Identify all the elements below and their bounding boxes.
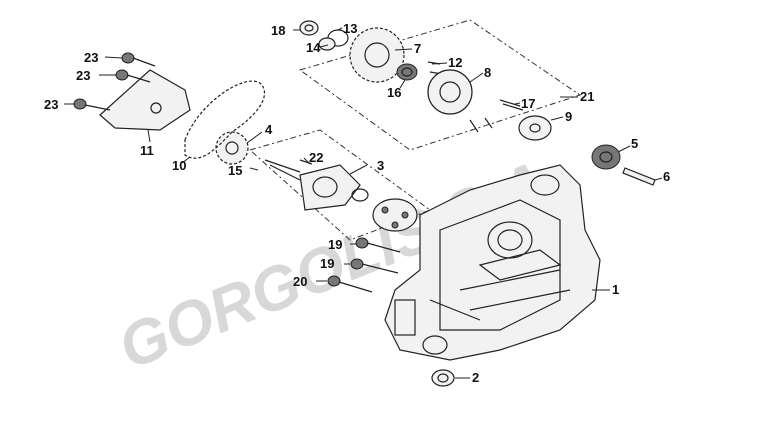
callout-17: 17: [521, 96, 535, 111]
bushing: [431, 369, 455, 387]
callout-10: 10: [172, 158, 186, 173]
callout-18: 18: [271, 23, 285, 38]
crankcase-cover: [384, 164, 601, 361]
leader-lines: [64, 27, 663, 379]
callout-13: 13: [343, 21, 357, 36]
callout-7: 7: [414, 41, 421, 56]
callout-9: 9: [565, 109, 572, 124]
callout-14: 14: [306, 40, 321, 55]
shaft-6: [622, 167, 656, 186]
driven-gear: [349, 27, 405, 83]
bolt-23-top: [121, 52, 156, 67]
callout-20: 20: [293, 274, 307, 289]
seal-14: [318, 37, 336, 51]
callout-22: 22: [309, 150, 323, 165]
callout-19-upper: 19: [328, 237, 342, 252]
callout-4: 4: [265, 122, 273, 137]
callout-16: 16: [387, 85, 401, 100]
callout-6: 6: [663, 169, 670, 184]
bolt-23-bottom: [73, 98, 111, 111]
bolt-20: [327, 275, 373, 293]
callout-1: 1: [612, 282, 619, 297]
spring-17: [499, 99, 524, 111]
washer-9: [518, 115, 552, 141]
callout-23-middle: 23: [76, 68, 90, 83]
chain-guide-plate: [99, 69, 191, 131]
starter-clutch: [427, 69, 473, 115]
needle-bearing: [396, 63, 418, 81]
callout-11: 11: [140, 143, 154, 158]
oil-pump-assembly: [264, 159, 418, 232]
bolt-19-upper: [355, 237, 401, 253]
group-21-outline: [298, 19, 582, 151]
drive-sprocket: [215, 131, 249, 165]
drive-chain: [184, 80, 265, 159]
callout-labels: 1 2 3 4 5 6 7 8 9 10 11 12 13 14 15 16 1…: [44, 21, 670, 385]
bolt-19-lower: [350, 258, 399, 274]
callout-3: 3: [377, 158, 384, 173]
callout-19-lower: 19: [320, 256, 334, 271]
idle-gear: [591, 144, 621, 170]
pins-12: [427, 61, 493, 133]
callout-5: 5: [631, 136, 638, 151]
callout-15: 15: [228, 163, 242, 178]
callout-23-top: 23: [84, 50, 98, 65]
group-3-outline: [248, 129, 432, 241]
callout-21: 21: [580, 89, 594, 104]
callout-8: 8: [484, 65, 491, 80]
callout-12: 12: [448, 55, 462, 70]
ring-18: [299, 20, 319, 36]
callout-2: 2: [472, 370, 479, 385]
callout-23-bottom: 23: [44, 97, 58, 112]
